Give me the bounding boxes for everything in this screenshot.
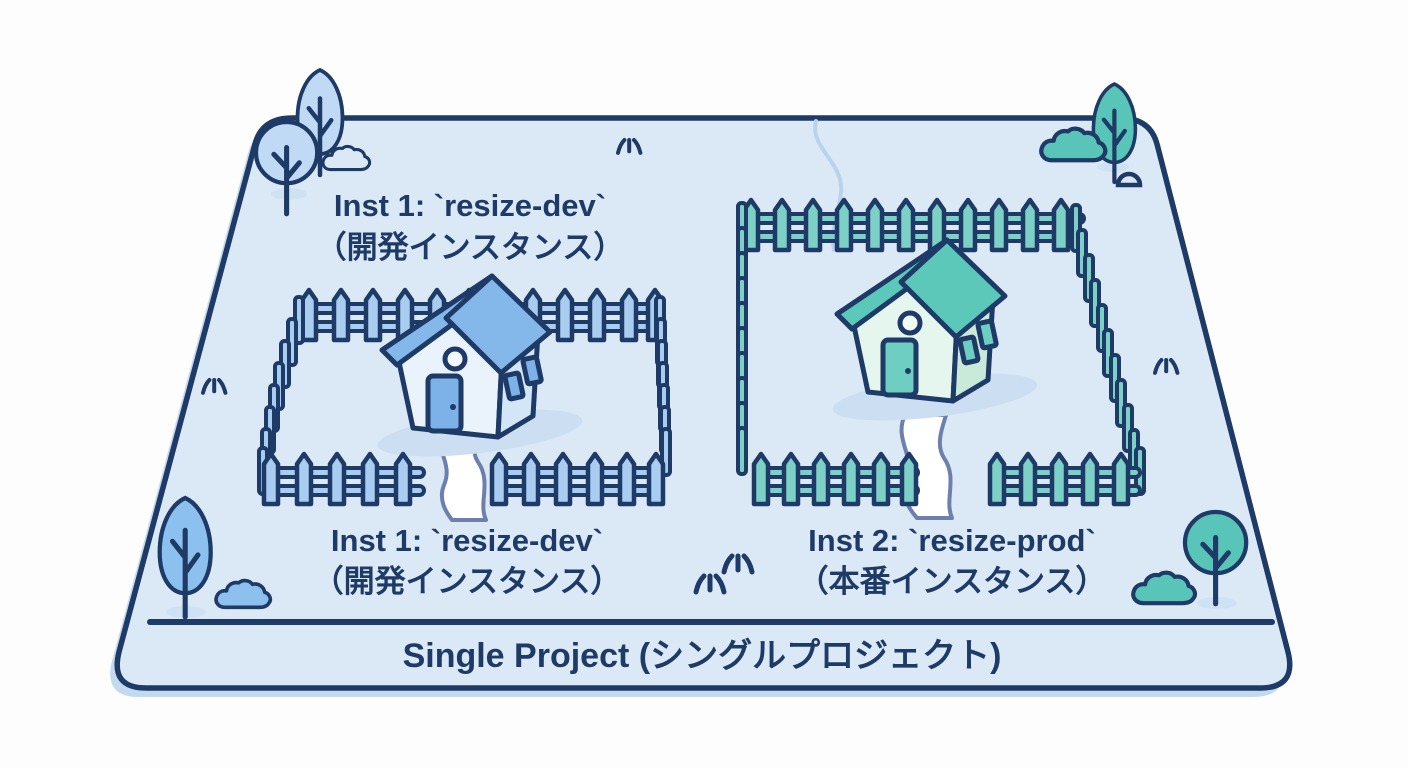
prod-fence-front-left xyxy=(754,454,920,504)
prod-fence-front-right xyxy=(990,454,1142,504)
dev-caption-line1: Inst 1: `resize-dev` xyxy=(331,523,603,558)
dev-banner-line2: （開発インスタンス） xyxy=(316,230,625,265)
prod-instance-plot xyxy=(736,200,1146,520)
labels: Inst 1: `resize-dev` （開発インスタンス） Inst 1: … xyxy=(313,188,1107,599)
dev-fence-front-left xyxy=(264,454,426,504)
plot-outline xyxy=(114,115,1293,691)
mound-top-right xyxy=(1115,171,1143,188)
prod-caption-line2: （本番インスタンス） xyxy=(798,564,1107,599)
project-title: Single Project (シングルプロジェクト) xyxy=(403,637,1002,675)
dev-instance-plot xyxy=(257,276,672,522)
corner-trees xyxy=(160,70,1247,618)
prod-caption-line1: Inst 2: `resize-prod` xyxy=(808,523,1096,558)
dev-banner-line1: Inst 1: `resize-dev` xyxy=(334,188,606,223)
prod-fence-left-side xyxy=(736,201,748,476)
dev-caption-line2: （開発インスタンス） xyxy=(313,564,622,599)
project-plot xyxy=(110,115,1293,697)
dev-fence-front-right xyxy=(492,454,663,504)
